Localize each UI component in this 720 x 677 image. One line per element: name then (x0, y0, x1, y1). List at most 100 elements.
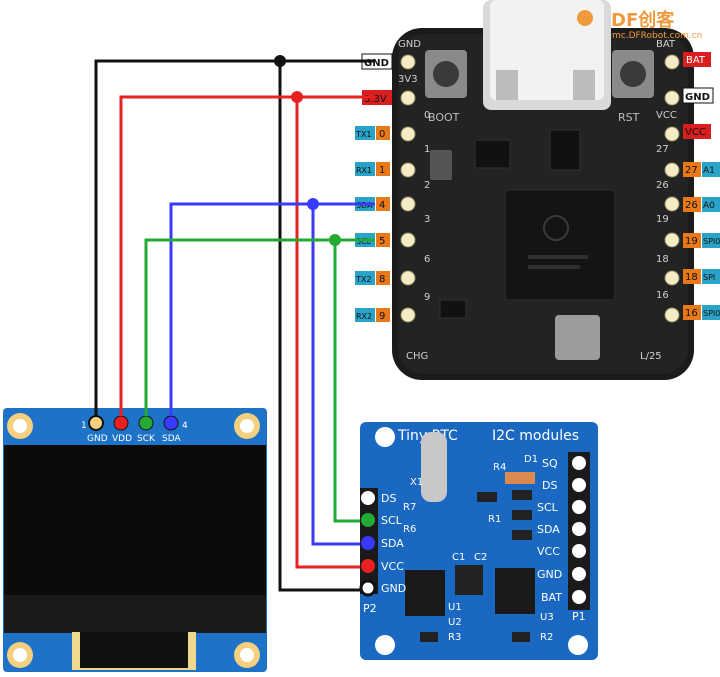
junction-scl (329, 234, 341, 246)
wire-scl (144, 238, 375, 416)
tag-19: 19 (685, 236, 698, 247)
rtc-module: Tiny RTC I2C modules D1 X1 R7 R6 R1 R2 R… (359, 422, 598, 660)
mcu-left-pins (400, 54, 416, 323)
silk-3: 3 (424, 214, 430, 225)
tag-spi: SPI (703, 273, 715, 282)
dfrobot-logo-icon (577, 10, 593, 26)
tag-a0: A0 (703, 201, 715, 211)
inductor (430, 150, 452, 180)
rtc-p1-ds: DS (542, 479, 557, 492)
wire-scl-rtc (333, 240, 360, 523)
wires (94, 59, 375, 592)
oled-label-sck: SCK (137, 434, 156, 444)
silk-2: 2 (424, 180, 430, 191)
rtc-label-c1: C1 (452, 552, 465, 563)
silk-bat: BAT (656, 39, 676, 50)
rtc-diode (505, 472, 535, 484)
tag-bat: BAT (686, 55, 706, 66)
tag-gnd-left: GND (364, 58, 389, 69)
mcu-board: BOOT RST (392, 0, 694, 380)
oled-label-sda: SDA (162, 434, 181, 444)
usb-c-connector (483, 0, 611, 110)
rtc-label-u3: U3 (540, 612, 554, 623)
silk-26: 26 (656, 180, 669, 191)
watermark: DF创客 mc.DFRobot.com.cn (577, 9, 702, 41)
oled-label-gnd: GND (87, 434, 108, 444)
rtc-p1-sda: SDA (537, 523, 560, 536)
rst-label: RST (618, 111, 640, 124)
oled-label-vdd: VDD (112, 434, 132, 444)
oled-module: 1 4 GND VDD SCK SDA (3, 408, 267, 672)
rtc-p2-vcc: VCC (381, 560, 404, 573)
mcu-right-tags: BAT GND VCC 27 A1 26 A0 19 SPI0 18 SPI 1… (682, 52, 720, 320)
rtc-p2-label: P2 (363, 602, 377, 615)
rtc-p1-vcc: VCC (537, 545, 560, 558)
rtc-label-u1: U1 (448, 602, 462, 613)
tag-tx1: TX1 (355, 130, 371, 139)
tag-18: 18 (685, 272, 698, 283)
silk-16: 16 (656, 290, 669, 301)
tag-3v3: 3.3V (364, 94, 387, 105)
rtc-chip-eeprom (495, 568, 535, 614)
rst-button (612, 50, 654, 98)
rtc-label-r3: R3 (448, 632, 461, 643)
flash-chip (549, 129, 581, 171)
silk-l25: L/25 (640, 351, 662, 362)
tag-spi0-a: SPI0 (703, 237, 720, 246)
rtc-label-d1: D1 (524, 454, 538, 465)
tag-num-0: 0 (379, 129, 385, 140)
watermark-site: mc.DFRobot.com.cn (612, 31, 702, 41)
rtc-title-right: I2C modules (492, 428, 579, 444)
watermark-brand: DF创客 (611, 9, 675, 31)
rtc-label-c2: C2 (474, 552, 487, 563)
tag-tx2: TX2 (355, 275, 371, 284)
tag-rx1: RX1 (356, 166, 372, 175)
junction-sda (307, 198, 319, 210)
boot-label: BOOT (428, 111, 460, 124)
tag-num-5: 5 (379, 236, 385, 247)
oled-pin-1-number: 1 (81, 421, 87, 431)
tag-gnd: GND (685, 92, 710, 103)
wire-vcc-rtc (295, 97, 360, 569)
rtc-p1-gnd: GND (537, 568, 562, 581)
rtc-p2-ds: DS (381, 492, 396, 505)
regulator-chip (474, 139, 511, 169)
wire-gnd-rtc (278, 61, 360, 592)
oled-pin-4-number: 4 (182, 421, 188, 431)
silk-27: 27 (656, 144, 669, 155)
tag-27: 27 (685, 165, 698, 176)
rtc-label-r6: R6 (403, 524, 416, 535)
rp2040-chip (504, 189, 616, 301)
rtc-p1-scl: SCL (537, 501, 559, 514)
rtc-label-r2: R2 (540, 632, 553, 643)
rtc-crystal (421, 432, 447, 502)
tag-a1: A1 (703, 166, 715, 176)
tag-num-8: 8 (379, 274, 385, 285)
rtc-capacitor (455, 565, 483, 595)
silk-3v3: 3V3 (398, 74, 418, 85)
silk-vcc: VCC (656, 110, 677, 121)
small-ic (439, 299, 467, 319)
rtc-p1-bat: BAT (541, 591, 562, 604)
silk-9: 9 (424, 292, 430, 303)
tag-26: 26 (685, 200, 698, 211)
rtc-label-u2: U2 (448, 617, 462, 628)
rtc-label-r1: R1 (488, 514, 501, 525)
junction-gnd (274, 55, 286, 67)
rtc-p1-sq: SQ (542, 457, 558, 470)
boot-button (425, 50, 467, 98)
rtc-p2-gnd: GND (381, 582, 406, 595)
wire-sda-rtc (311, 204, 360, 546)
rtc-chip-ds1307 (405, 570, 445, 616)
mcu-left-tags: TX1 0 RX1 1 SDA 4 SCL 5 TX2 8 RX2 9 GND … (355, 53, 393, 322)
junction-vcc (291, 91, 303, 103)
silk-19: 19 (656, 214, 669, 225)
silk-0: 0 (424, 110, 430, 121)
tag-num-1: 1 (379, 165, 385, 176)
silk-gnd-left: GND (398, 39, 421, 50)
rtc-label-r4: R4 (493, 462, 506, 473)
tag-num-4: 4 (379, 200, 385, 211)
tag-rx2: RX2 (356, 312, 372, 321)
wire-junctions (274, 55, 341, 246)
